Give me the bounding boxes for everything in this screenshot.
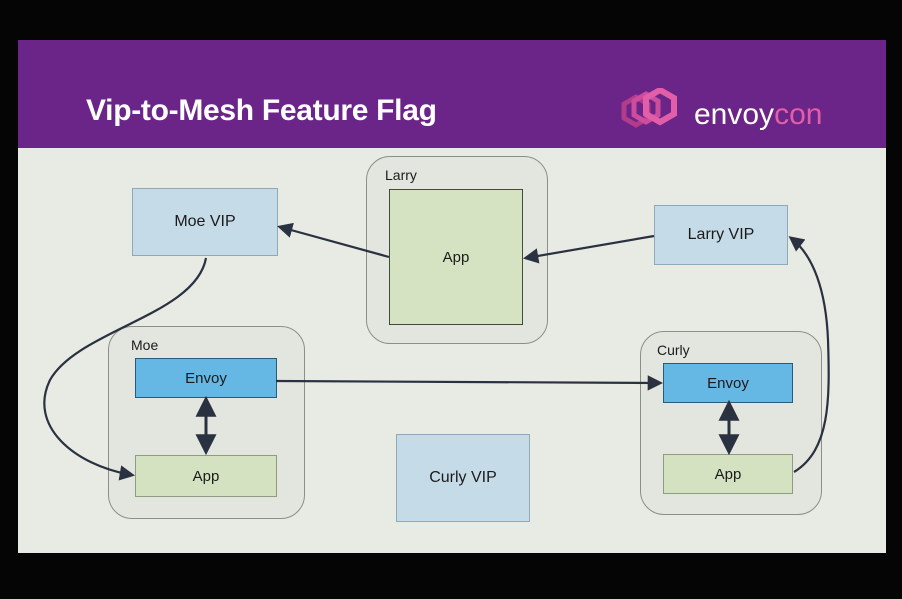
arrow-larry-app-to-moe-vip <box>277 222 390 259</box>
slide: Vip-to-Mesh Feature Flag envoycon Larry … <box>18 40 886 553</box>
arrow-larry-vip-to-larry-app <box>522 234 655 264</box>
moe-group-label: Moe <box>131 337 159 353</box>
curly-group-label: Curly <box>657 342 690 358</box>
curly-envoy: Envoy <box>663 363 793 403</box>
logo-text-accent: con <box>774 98 823 131</box>
larry-app: App <box>389 189 523 325</box>
curly-vip: Curly VIP <box>396 434 530 522</box>
arrow-curly-app-to-larry-vip <box>788 236 830 473</box>
connection-arrows <box>43 222 830 481</box>
logo-text: envoycon <box>694 98 822 132</box>
envoycon-logo: envoycon <box>610 86 850 144</box>
larry-group: Larry App <box>366 156 548 344</box>
moe-app: App <box>135 455 277 497</box>
hexagon-stack-icon <box>621 86 677 128</box>
slide-header: Vip-to-Mesh Feature Flag envoycon <box>18 40 886 148</box>
larry-group-label: Larry <box>385 167 417 183</box>
arrow-moe-vip-to-moe-app <box>43 257 208 481</box>
slide-title: Vip-to-Mesh Feature Flag <box>86 94 437 127</box>
moe-vip: Moe VIP <box>132 188 278 256</box>
arrow-moe-envoy-to-curly-envoy <box>275 375 664 391</box>
moe-envoy: Envoy <box>135 358 277 398</box>
logo-text-main: envoy <box>694 98 775 131</box>
larry-vip: Larry VIP <box>654 205 788 265</box>
